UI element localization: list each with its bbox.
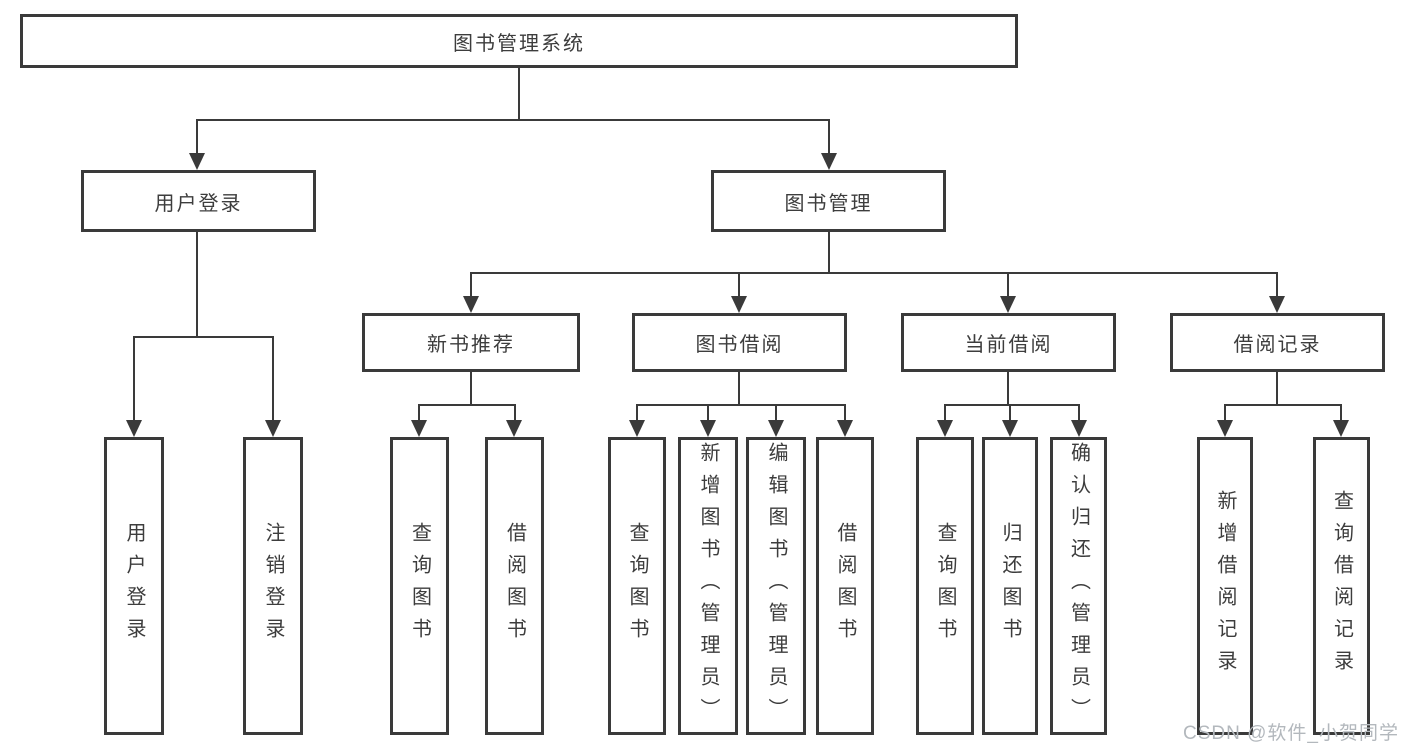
connector-new-book-stem	[470, 372, 472, 406]
leaf-label: 查询图书	[626, 522, 648, 650]
arrow-down-icon	[731, 296, 747, 313]
leaf-query-borrow-record: 查询借阅记录	[1313, 437, 1370, 735]
arrow-down-icon	[189, 153, 205, 170]
arrow-down-icon	[1269, 296, 1285, 313]
leaf-label: 确认归还（管理员）	[1067, 442, 1090, 730]
connector-drop-book-management	[828, 119, 830, 155]
connector-drop	[1009, 404, 1011, 421]
arrow-down-icon	[265, 420, 281, 437]
leaf-label: 借阅图书	[503, 522, 526, 650]
connector-drop-current-borrowing	[1007, 272, 1009, 298]
node-label: 图书借阅	[695, 334, 784, 356]
arrow-down-icon	[1002, 420, 1018, 437]
leaf-add-books-admin: 新增图书（管理员）	[678, 437, 738, 735]
node-user-login: 用户登录	[81, 170, 316, 232]
leaf-label: 借阅图书	[834, 522, 856, 650]
connector-drop	[1078, 404, 1080, 421]
connector-user-login-hbar	[133, 336, 274, 338]
leaf-add-borrow-record: 新增借阅记录	[1197, 437, 1253, 735]
leaf-label: 新增图书（管理员）	[697, 442, 719, 730]
connector-drop-leaf-user-login	[133, 336, 135, 421]
leaf-borrow-books-borrowing: 借阅图书	[816, 437, 874, 735]
leaf-label: 编辑图书（管理员）	[765, 442, 787, 730]
leaf-return-books: 归还图书	[982, 437, 1038, 735]
leaf-query-books-current: 查询图书	[916, 437, 974, 735]
leaf-label: 查询图书	[408, 522, 431, 650]
connector-root-stem	[518, 68, 520, 121]
node-label: 新书推荐	[427, 334, 515, 356]
arrow-down-icon	[506, 420, 522, 437]
connector-drop	[514, 404, 516, 421]
leaf-label: 查询图书	[934, 522, 956, 650]
arrow-down-icon	[1333, 420, 1349, 437]
node-label: 图书管理系统	[453, 32, 585, 55]
arrow-down-icon	[1000, 296, 1016, 313]
arrow-down-icon	[629, 420, 645, 437]
connector-borrowing-records-hbar	[1224, 404, 1341, 406]
arrow-down-icon	[126, 420, 142, 437]
connector-drop	[944, 404, 946, 421]
leaf-label: 归还图书	[999, 522, 1021, 650]
arrow-down-icon	[700, 420, 716, 437]
connector-borrowing-records-stem	[1276, 372, 1278, 406]
node-label: 用户登录	[154, 192, 243, 215]
watermark: CSDN @软件_小贺同学	[1183, 723, 1399, 744]
arrow-down-icon	[768, 420, 784, 437]
connector-new-book-hbar	[418, 404, 516, 406]
arrow-down-icon	[1217, 420, 1233, 437]
connector-book-management-hbar	[470, 272, 1278, 274]
node-book-borrowing: 图书借阅	[632, 313, 847, 372]
arrow-down-icon	[837, 420, 853, 437]
arrow-down-icon	[463, 296, 479, 313]
connector-current-borrowing-hbar	[944, 404, 1080, 406]
connector-drop-borrowing-records	[1276, 272, 1278, 298]
leaf-label: 查询借阅记录	[1330, 490, 1353, 682]
arrow-down-icon	[937, 420, 953, 437]
connector-book-borrowing-stem	[738, 372, 740, 406]
connector-user-login-stem	[196, 232, 198, 338]
leaf-query-books-newbook: 查询图书	[390, 437, 449, 735]
connector-drop	[636, 404, 638, 421]
node-label: 当前借阅	[964, 334, 1053, 356]
leaf-borrow-books-newbook: 借阅图书	[485, 437, 544, 735]
connector-book-management-stem	[828, 232, 830, 274]
leaf-label: 注销登录	[262, 522, 284, 650]
connector-drop-leaf-logout	[272, 336, 274, 421]
connector-drop	[1224, 404, 1226, 421]
connector-current-borrowing-stem	[1007, 372, 1009, 406]
connector-drop	[418, 404, 420, 421]
leaf-logout-login: 注销登录	[243, 437, 303, 735]
node-new-book-recommendation: 新书推荐	[362, 313, 580, 372]
connector-drop-user-login	[196, 119, 198, 155]
connector-drop-new-book	[470, 272, 472, 298]
node-label: 借阅记录	[1233, 334, 1322, 356]
arrow-down-icon	[821, 153, 837, 170]
node-current-borrowing: 当前借阅	[901, 313, 1116, 372]
leaf-query-books-borrowing: 查询图书	[608, 437, 666, 735]
arrow-down-icon	[1071, 420, 1087, 437]
leaf-label: 用户登录	[123, 522, 145, 650]
leaf-edit-books-admin: 编辑图书（管理员）	[746, 437, 806, 735]
connector-drop	[707, 404, 709, 421]
node-library-management-system: 图书管理系统	[20, 14, 1018, 68]
leaf-confirm-return-admin: 确认归还（管理员）	[1050, 437, 1107, 735]
node-label: 图书管理	[784, 192, 873, 215]
connector-drop	[1340, 404, 1342, 421]
arrow-down-icon	[411, 420, 427, 437]
connector-drop-book-borrowing	[738, 272, 740, 298]
node-borrowing-records: 借阅记录	[1170, 313, 1385, 372]
connector-root-hbar	[196, 119, 830, 121]
connector-book-borrowing-hbar	[636, 404, 846, 406]
node-book-management: 图书管理	[711, 170, 946, 232]
connector-drop	[844, 404, 846, 421]
connector-drop	[775, 404, 777, 421]
leaf-user-login: 用户登录	[104, 437, 164, 735]
leaf-label: 新增借阅记录	[1214, 490, 1236, 682]
